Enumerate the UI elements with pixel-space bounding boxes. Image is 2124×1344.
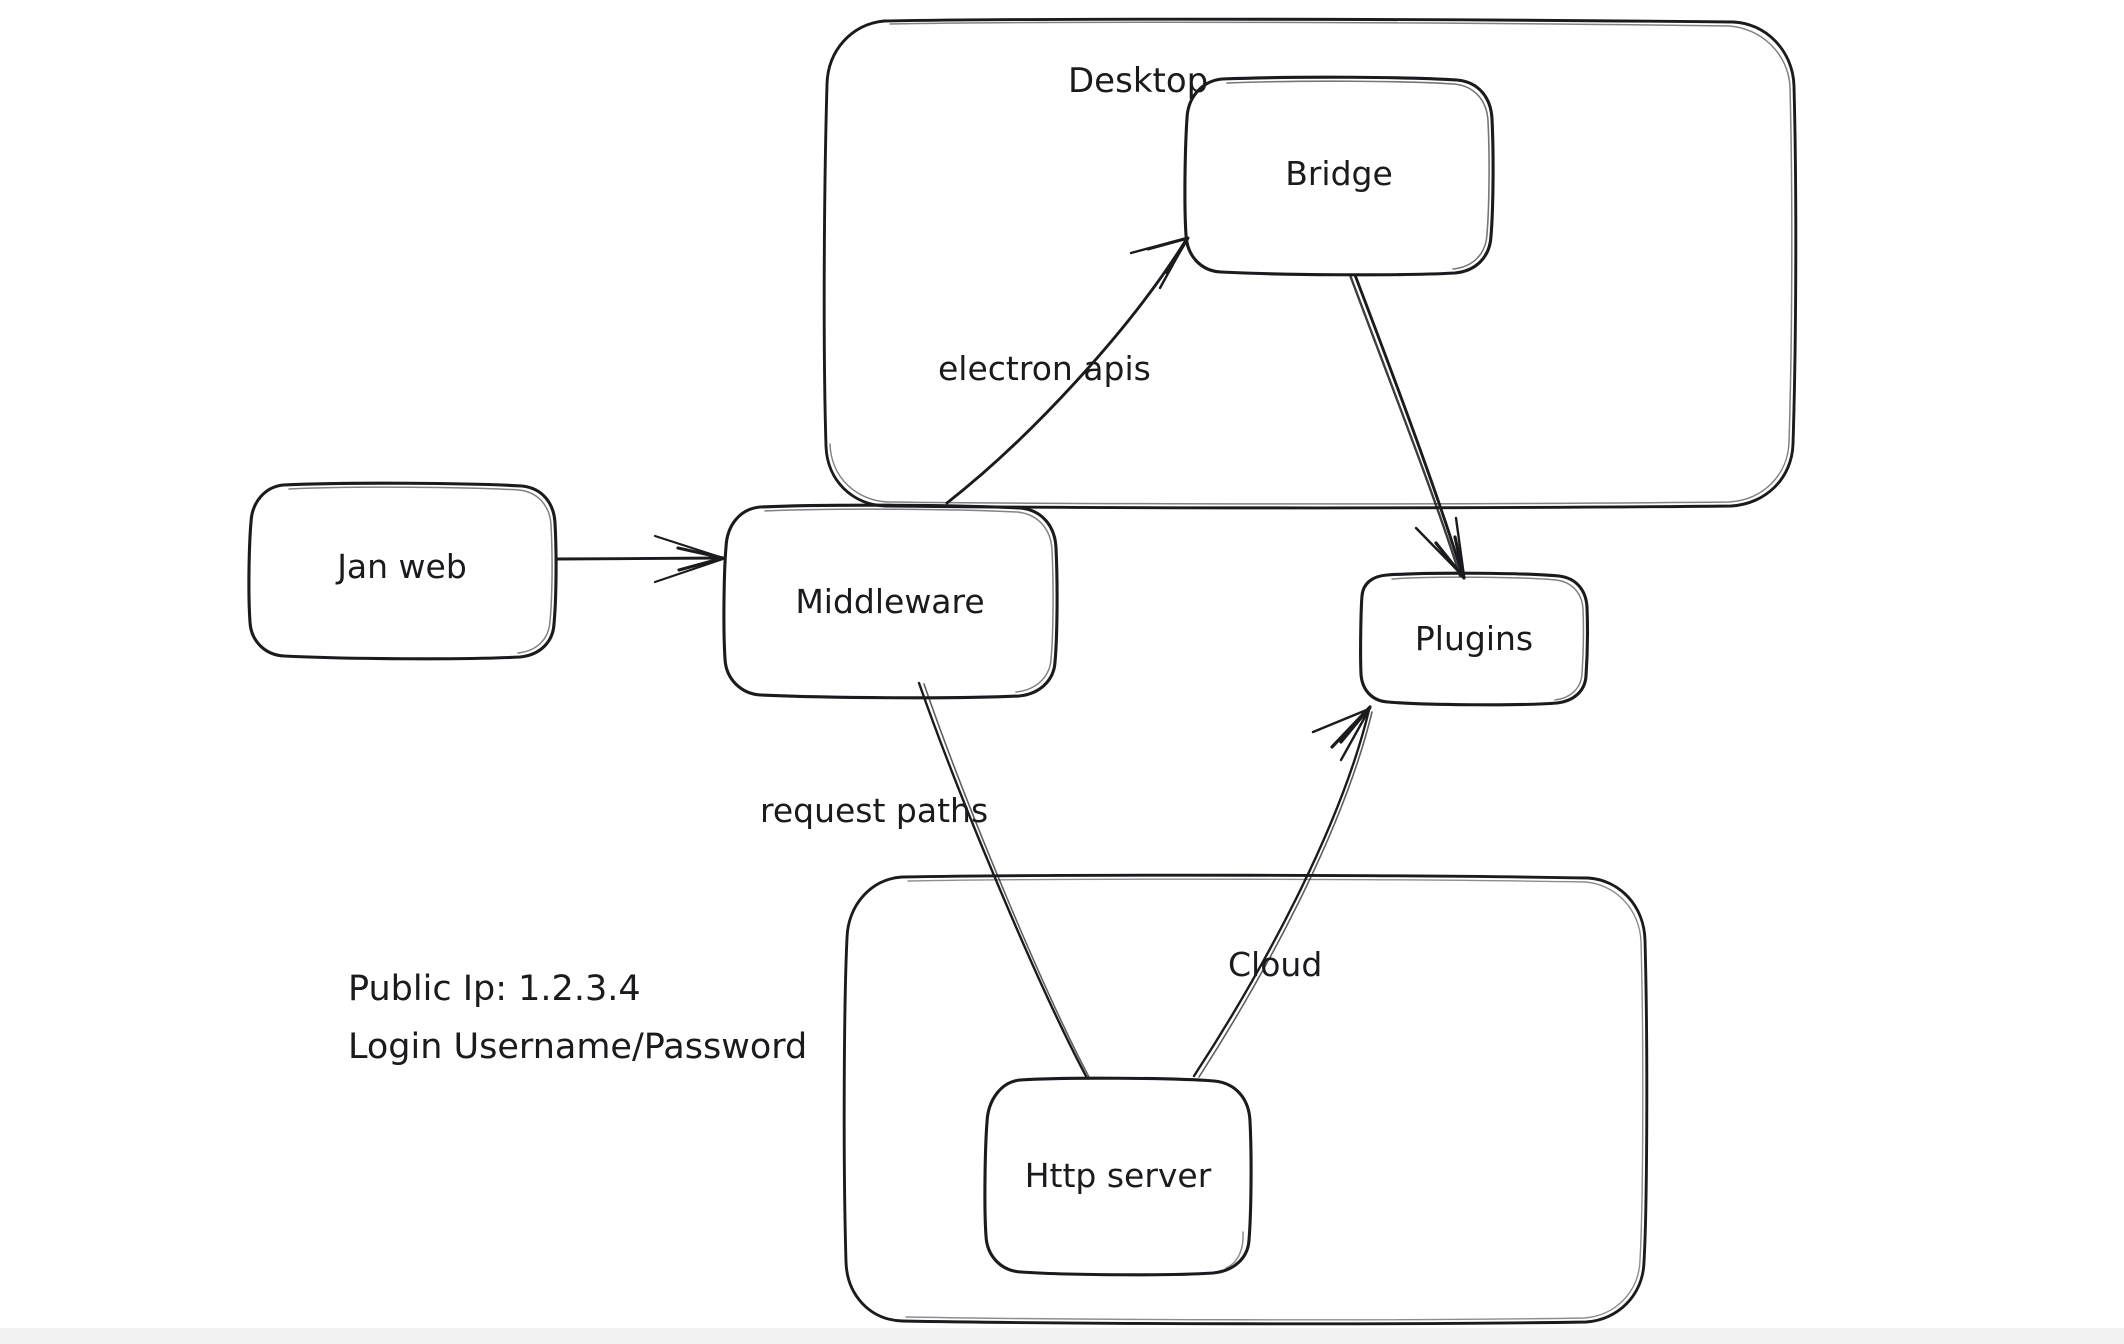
note-line-public-ip: Public Ip: 1.2.3.4 [348,969,641,1009]
node-middleware[interactable]: Middleware [722,503,1059,700]
node-bridge[interactable]: Bridge [1183,75,1495,277]
node-plugins[interactable]: Plugins [1359,571,1589,707]
container-desktop-label: Desktop [1068,61,1208,101]
node-middleware-label: Middleware [795,582,984,621]
edge-middleware-to-http-server[interactable]: request paths [760,681,1090,1080]
edge-bridge-to-plugins[interactable] [1348,273,1466,580]
container-desktop[interactable]: Desktop [822,17,1798,510]
bottom-strip [0,1328,2124,1344]
public-ip-note[interactable]: Public Ip: 1.2.3.4 Login Username/Passwo… [348,969,807,1067]
node-jan-web-label: Jan web [335,547,467,586]
edge-jan-web-to-middleware[interactable] [554,534,725,584]
note-line-login: Login Username/Password [348,1027,807,1067]
edge-http-server-to-plugins[interactable]: Cloud [1192,705,1373,1078]
edge-label-request-paths: request paths [760,791,988,830]
node-http-server[interactable]: Http server [983,1076,1253,1277]
edge-label-electron-apis: electron apis [938,349,1151,388]
container-cloud[interactable] [842,873,1649,1326]
edge-middleware-to-bridge[interactable]: electron apis [938,236,1190,505]
edge-label-cloud: Cloud [1228,945,1322,984]
node-jan-web[interactable]: Jan web [247,481,558,661]
node-plugins-label: Plugins [1415,619,1533,658]
node-http-server-label: Http server [1025,1156,1212,1195]
node-bridge-label: Bridge [1285,154,1393,193]
